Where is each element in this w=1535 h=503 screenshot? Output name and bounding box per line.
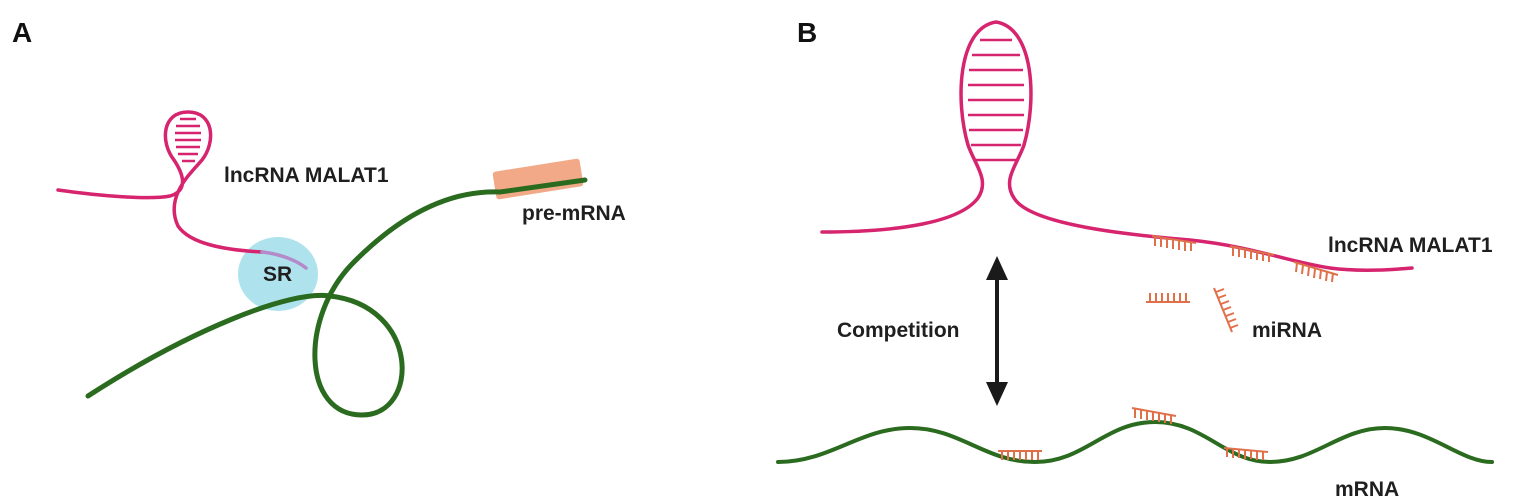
panel-b-label: B [797, 17, 817, 48]
lncrna-hairpin-rungs [175, 117, 201, 163]
mirna-bound-lncrna-2 [1229, 245, 1275, 262]
pre-mrna-strand [85, 177, 588, 418]
mirna-free-2 [1213, 287, 1239, 333]
panel-b-lncrna-strand [820, 20, 1414, 273]
mirna-label: miRNA [1252, 319, 1322, 342]
mirna-bound-lncrna-3 [1293, 261, 1339, 283]
lncrna-strand [56, 110, 264, 254]
mirna-bound-mrna-2 [1131, 407, 1177, 424]
sr-protein [238, 237, 318, 311]
mirna-bound-mrna-1 [998, 450, 1042, 460]
panel-b-hairpin-rungs [968, 38, 1024, 162]
panel-a: A lncRNA MALAT1 SR pre-mRNA [12, 17, 626, 418]
mrna-strand [776, 419, 1494, 465]
mirna-bound-lncrna-1 [1151, 235, 1197, 251]
competition-label: Competition [837, 319, 959, 342]
panel-b-lncrna-label: lncRNA MALAT1 [1328, 234, 1493, 257]
pre-mrna-label: pre-mRNA [522, 202, 626, 225]
panel-a-lncrna-label: lncRNA MALAT1 [224, 164, 389, 187]
mirna-free-1 [1146, 293, 1190, 303]
mrna-label: mRNA [1335, 478, 1399, 501]
panel-b: B [776, 17, 1494, 501]
competition-arrow [986, 256, 1008, 406]
lncrna-sr-bound-segment [260, 250, 308, 270]
mirna-bound-mrna-3 [1223, 447, 1269, 460]
sr-label: SR [263, 263, 292, 286]
panel-a-label: A [12, 17, 32, 48]
